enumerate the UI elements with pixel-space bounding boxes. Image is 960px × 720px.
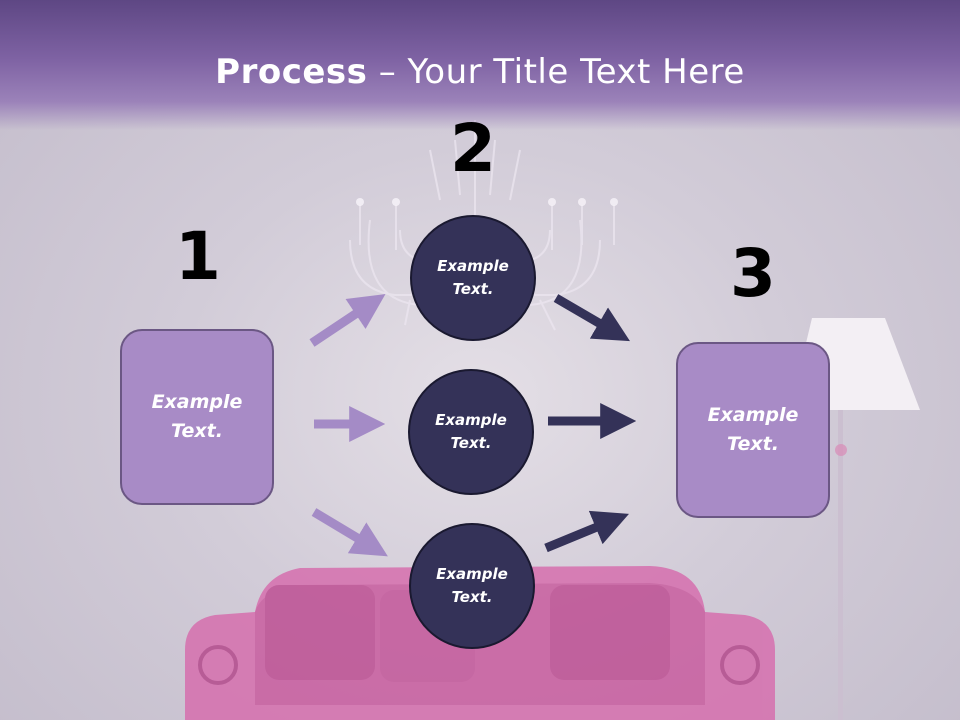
process-box-right[interactable]: Example Text. bbox=[676, 342, 830, 518]
step-number-3: 3 bbox=[730, 235, 776, 312]
process-circle-top[interactable]: Example Text. bbox=[410, 215, 536, 341]
process-circle-bottom-text: Example Text. bbox=[436, 565, 508, 606]
arrow-box1-to-circle1 bbox=[309, 294, 386, 347]
arrow-box1-to-circle3 bbox=[311, 508, 388, 557]
process-circle-top-text: Example Text. bbox=[437, 257, 509, 298]
process-circle-middle[interactable]: Example Text. bbox=[408, 369, 534, 495]
arrow-circle3-to-box2 bbox=[544, 510, 629, 553]
title-bold: Process bbox=[215, 52, 368, 92]
title-dash: – bbox=[367, 52, 408, 92]
title-rest: Your Title Text Here bbox=[407, 52, 745, 92]
process-box-left[interactable]: Example Text. bbox=[120, 329, 274, 505]
arrow-circle1-to-box2 bbox=[553, 294, 630, 342]
step-number-1: 1 bbox=[175, 218, 221, 295]
process-box-left-text: Example Text. bbox=[151, 391, 243, 442]
process-box-right-text: Example Text. bbox=[707, 404, 799, 455]
process-circle-middle-text: Example Text. bbox=[435, 411, 507, 452]
title-bar bbox=[0, 0, 960, 130]
step-number-2: 2 bbox=[450, 110, 496, 187]
process-circle-bottom[interactable]: Example Text. bbox=[409, 523, 535, 649]
page-title: Process – Your Title Text Here bbox=[0, 52, 960, 92]
